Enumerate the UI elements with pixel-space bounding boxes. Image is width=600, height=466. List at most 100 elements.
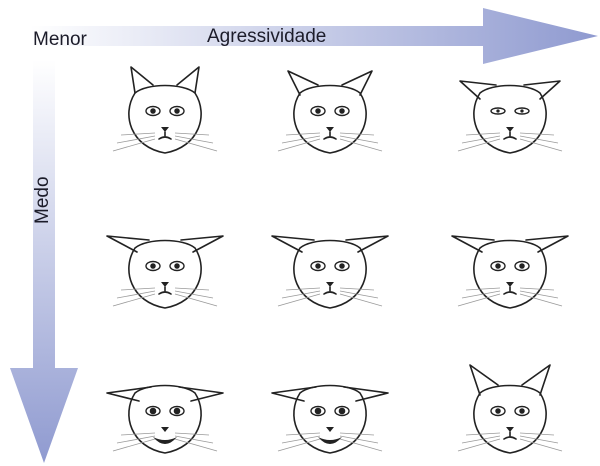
cat-face	[457, 364, 563, 454]
cat-nose	[161, 127, 169, 132]
cat-whisker	[174, 138, 218, 152]
cat-pupil	[315, 263, 321, 269]
cat-face	[457, 80, 563, 154]
cat-whisker	[519, 435, 559, 444]
cat-whisker	[339, 290, 379, 299]
cat-whisker	[116, 135, 156, 144]
cat-whisker	[174, 290, 214, 299]
cat-whisker	[339, 138, 383, 152]
cat-whisker	[461, 135, 501, 144]
cat-pupil	[496, 109, 500, 113]
cat-whisker	[174, 293, 218, 307]
cat-whisker	[519, 293, 563, 307]
cat-mouth	[503, 431, 517, 440]
cat-whisker	[465, 287, 501, 291]
cat-whisker	[457, 438, 501, 452]
fear-arrow	[10, 60, 78, 463]
cat-pupil	[495, 408, 501, 414]
cat-ear-left	[469, 364, 499, 396]
cat-whisker	[112, 293, 156, 307]
aggressiveness-axis-label: Agressividade	[207, 26, 327, 47]
cat-whisker	[339, 287, 375, 291]
cat-pupil	[174, 263, 180, 269]
cat-whisker	[339, 438, 383, 452]
cat-pupil	[315, 108, 321, 114]
cat-eye	[334, 260, 350, 272]
cat-ear-left	[271, 235, 315, 253]
cat-nose	[506, 427, 514, 432]
cat-face	[106, 235, 224, 309]
cat-head-outline	[473, 239, 547, 309]
cat-face	[271, 384, 389, 454]
cat-head-outline	[128, 84, 202, 154]
cat-whisker	[461, 435, 501, 444]
cat-whisker	[277, 438, 321, 452]
cat-mouth	[503, 286, 517, 295]
cat-whisker	[277, 138, 321, 152]
cat-ear-left	[130, 66, 154, 94]
cat-whisker	[339, 293, 383, 307]
cat-eye	[310, 105, 326, 117]
cat-whisker	[519, 432, 555, 436]
cat-eye	[145, 260, 161, 272]
cat-whisker	[120, 287, 156, 291]
cat-whisker	[174, 132, 210, 136]
cat-nose	[506, 282, 514, 287]
cat-whisker	[120, 132, 156, 136]
cat-mouth-open	[153, 437, 177, 444]
cat-face	[451, 235, 569, 309]
cat-whisker	[519, 135, 559, 144]
cat-whisker	[457, 293, 501, 307]
cat-whisker	[112, 438, 156, 452]
cat-whisker	[281, 135, 321, 144]
cat-ear-left	[271, 386, 317, 402]
cat-head-outline	[128, 384, 202, 454]
cat-whisker	[339, 432, 375, 436]
cat-pupil	[150, 263, 156, 269]
cat-ear-left	[459, 80, 497, 100]
cat-whisker	[519, 138, 563, 152]
cat-pupil	[339, 263, 345, 269]
cat-whisker	[519, 438, 563, 452]
cat-ear-right	[180, 235, 224, 253]
cat-mouth	[503, 131, 517, 140]
cat-pupil	[495, 263, 501, 269]
cat-pupil	[150, 108, 156, 114]
cat-whisker	[519, 287, 555, 291]
cat-ear-right	[523, 80, 561, 100]
cat-face	[271, 235, 389, 309]
cat-whisker	[174, 432, 210, 436]
cat-eye	[310, 405, 326, 417]
cat-eye	[145, 405, 161, 417]
cat-eye	[169, 260, 185, 272]
cat-whisker	[285, 132, 321, 136]
cat-whisker	[339, 135, 379, 144]
cat-nose	[326, 427, 334, 432]
cat-pupil	[519, 408, 525, 414]
cat-eye	[490, 107, 506, 115]
cat-pupil	[173, 407, 181, 415]
cat-eye	[169, 105, 185, 117]
cat-ear-right	[178, 386, 224, 402]
cat-whisker	[339, 435, 379, 444]
cat-whisker	[174, 438, 218, 452]
cat-whisker	[285, 432, 321, 436]
cat-mouth-open	[318, 437, 342, 444]
cat-whisker	[461, 290, 501, 299]
cat-whisker	[465, 132, 501, 136]
cat-ear-left	[451, 235, 495, 253]
cat-eye	[310, 260, 326, 272]
cat-ear-right	[343, 386, 389, 402]
cat-whisker	[285, 287, 321, 291]
cat-ear-right	[341, 70, 373, 96]
cat-whisker	[174, 135, 214, 144]
corner-label: Menor	[33, 29, 87, 50]
cat-pupil	[519, 263, 525, 269]
cat-head-outline	[473, 84, 547, 154]
cat-head-outline	[293, 84, 367, 154]
cat-eye	[169, 405, 185, 417]
cat-ear-left	[106, 235, 150, 253]
cat-pupil	[339, 108, 345, 114]
